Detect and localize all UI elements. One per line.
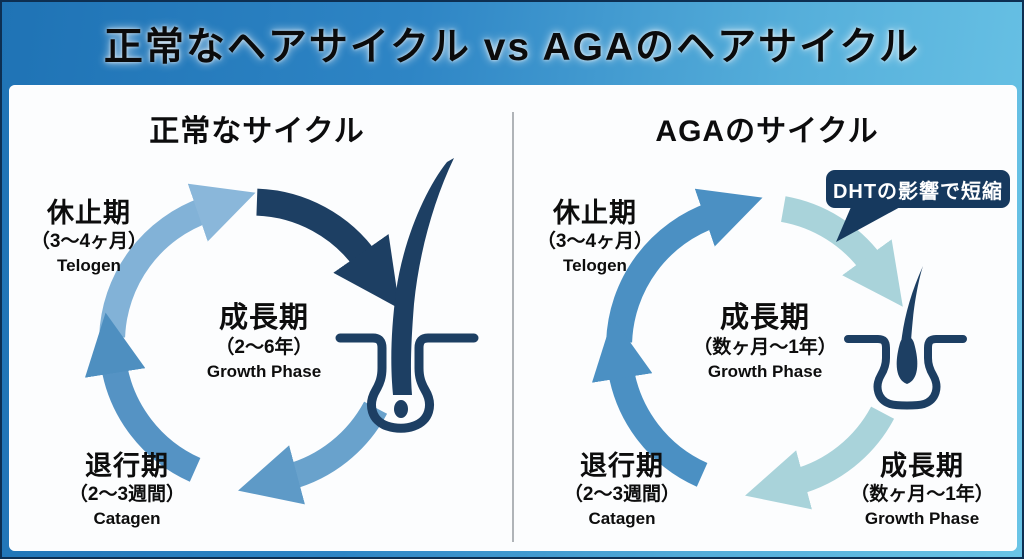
phase-duration: （数ヶ月〜1年） (850, 484, 994, 506)
phase-name: 退行期 (580, 451, 664, 481)
phase-english: Catagen (588, 508, 656, 528)
phase-english: Growth Phase (206, 361, 322, 381)
aga-catagen-label: 退行期 （2〜3週間） Catagen (547, 451, 697, 528)
normal-panel-heading: 正常なサイクル (149, 115, 365, 148)
phase-english: Catagen (93, 508, 161, 528)
aga-cycle-arrows (591, 188, 903, 510)
aga-panel-heading: AGAのサイクル (655, 115, 879, 148)
aga-hair-bulb (896, 336, 918, 384)
normal-catagen-label: 退行期 （2〜3週間） Catagen (42, 451, 212, 528)
normal-arc-growth-navy (256, 188, 400, 309)
phase-name: 成長期 (719, 302, 810, 334)
title-bar: 正常なヘアサイクル vs AGAのヘアサイクル (2, 2, 1022, 85)
phase-duration: （3〜4ヶ月） (30, 231, 148, 253)
phase-name: 休止期 (47, 198, 131, 228)
phase-name: 成長期 (880, 451, 964, 481)
normal-papilla (394, 400, 408, 418)
phase-duration: （数ヶ月〜1年） (693, 337, 837, 359)
phase-name: 成長期 (218, 302, 309, 334)
phase-duration: （3〜4ヶ月） (536, 231, 654, 253)
callout-tail (836, 200, 902, 242)
normal-telogen-label: 休止期 （3〜4ヶ月） Telogen (14, 198, 164, 275)
aga-shortened-growth-label: 成長期 （数ヶ月〜1年） Growth Phase (827, 451, 1017, 528)
phase-english: Telogen (57, 255, 121, 275)
aga-follicle-outline (844, 335, 967, 410)
aga-arc-catagen-bottom (745, 406, 895, 510)
normal-arc-catagen-bottom (238, 401, 388, 505)
phase-english: Telogen (563, 255, 627, 275)
dht-callout-bubble: DHTの影響で短縮 (826, 170, 1010, 208)
phase-english: Growth Phase (707, 361, 823, 381)
normal-follicle-outline (335, 333, 479, 433)
panel-divider (512, 112, 514, 542)
phase-name: 休止期 (553, 198, 637, 228)
normal-cycle-arrows (84, 183, 400, 505)
normal-arc-left (84, 312, 201, 482)
phase-duration: （2〜3週間） (68, 484, 186, 506)
aga-telogen-label: 休止期 （3〜4ヶ月） Telogen (520, 198, 670, 275)
normal-hair-shaft (391, 158, 454, 395)
normal-growth-label: 成長期 （2〜6年） Growth Phase (159, 302, 369, 381)
page-title: 正常なヘアサイクル vs AGAのヘアサイクル (103, 25, 921, 69)
phase-english: Growth Phase (864, 508, 980, 528)
aga-arc-shortened-growth (780, 196, 903, 307)
hair-follicle-aga-icon (844, 266, 967, 410)
aga-arc-left (591, 317, 708, 487)
phase-duration: （2〜6年） (215, 337, 313, 359)
hair-follicle-normal-icon (335, 158, 479, 433)
phase-name: 退行期 (85, 451, 169, 481)
phase-duration: （2〜3週間） (563, 484, 681, 506)
aga-growth-label: 成長期 （数ヶ月〜1年） Growth Phase (652, 302, 878, 381)
